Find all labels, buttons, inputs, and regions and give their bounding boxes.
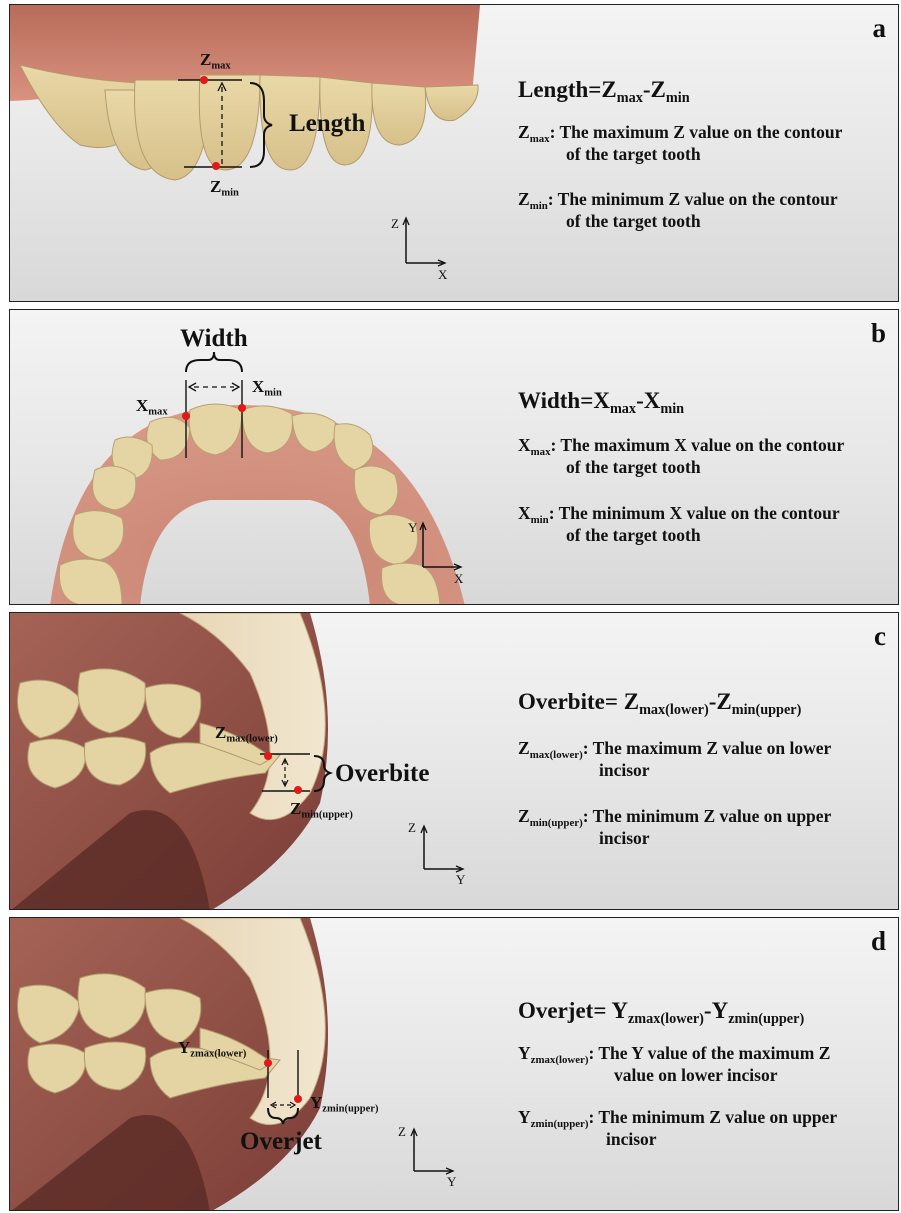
zmin-definition: Zmin: The minimum Z value on the contour… bbox=[518, 188, 888, 232]
panel-d-overjet: Yzmax(lower) Yzmin(upper) Overjet Z Y d … bbox=[9, 917, 899, 1211]
panel-b-width: Width Xmax Xmin Y X b Width=Xmax-Xmin Xm… bbox=[9, 309, 899, 605]
y-axis-label: Y bbox=[456, 872, 465, 888]
xmin-definition: Xmin: The minimum X value on the contour… bbox=[518, 502, 888, 546]
z-axis-label: Z bbox=[391, 216, 399, 232]
x-axis-label: X bbox=[454, 571, 463, 587]
xmin-label: Xmin bbox=[252, 377, 282, 397]
yzmin-upper-definition: Yzmin(upper): The minimum Z value on upp… bbox=[518, 1106, 888, 1150]
xmax-label: Xmax bbox=[136, 396, 168, 416]
yzmax-lower-definition: Yzmax(lower): The Y value of the maximum… bbox=[518, 1042, 888, 1086]
length-formula: Length=Zmax-Zmin bbox=[518, 77, 888, 103]
y-axis-label: Y bbox=[408, 520, 417, 536]
y-axis-label: Y bbox=[447, 1174, 456, 1190]
length-label: Length bbox=[289, 110, 365, 138]
zmax-lower-definition: Zmax(lower): The maximum Z value on lowe… bbox=[518, 737, 888, 781]
zmax-label: Zmax bbox=[200, 50, 231, 70]
z-axis-label: Z bbox=[398, 1124, 406, 1140]
zmin-label: Zmin bbox=[210, 177, 239, 197]
panel-letter: c bbox=[874, 621, 886, 652]
width-label: Width bbox=[180, 325, 248, 353]
panel-letter: a bbox=[873, 13, 887, 44]
overbite-formula: Overbite= Zmax(lower)-Zmin(upper) bbox=[518, 689, 888, 715]
xmax-definition: Xmax: The maximum X value on the contour… bbox=[518, 434, 888, 478]
zmax-lower-label: Zmax(lower) bbox=[215, 723, 278, 743]
overjet-label: Overjet bbox=[240, 1128, 322, 1156]
z-axis-label: Z bbox=[408, 820, 416, 836]
panel-a-length: Zmax Zmin Length Z X a Length=Zmax-Zmin … bbox=[9, 4, 899, 302]
zmin-upper-definition: Zmin(upper): The minimum Z value on uppe… bbox=[518, 805, 888, 849]
zmax-definition: Zmax: The maximum Z value on the contour… bbox=[518, 121, 888, 165]
yzmax-lower-label: Yzmax(lower) bbox=[178, 1038, 246, 1058]
yzmin-upper-label: Yzmin(upper) bbox=[310, 1093, 378, 1113]
zmin-upper-label: Zmin(upper) bbox=[290, 799, 353, 819]
x-axis-label: X bbox=[438, 267, 447, 283]
overjet-formula: Overjet= Yzmax(lower)-Yzmin(upper) bbox=[518, 998, 888, 1024]
panel-c-overbite: Zmax(lower) Zmin(upper) Overbite Z Y c O… bbox=[9, 612, 899, 910]
panel-letter: d bbox=[871, 926, 886, 957]
panel-letter: b bbox=[871, 318, 886, 349]
width-formula: Width=Xmax-Xmin bbox=[518, 388, 888, 414]
overbite-label: Overbite bbox=[335, 760, 429, 788]
